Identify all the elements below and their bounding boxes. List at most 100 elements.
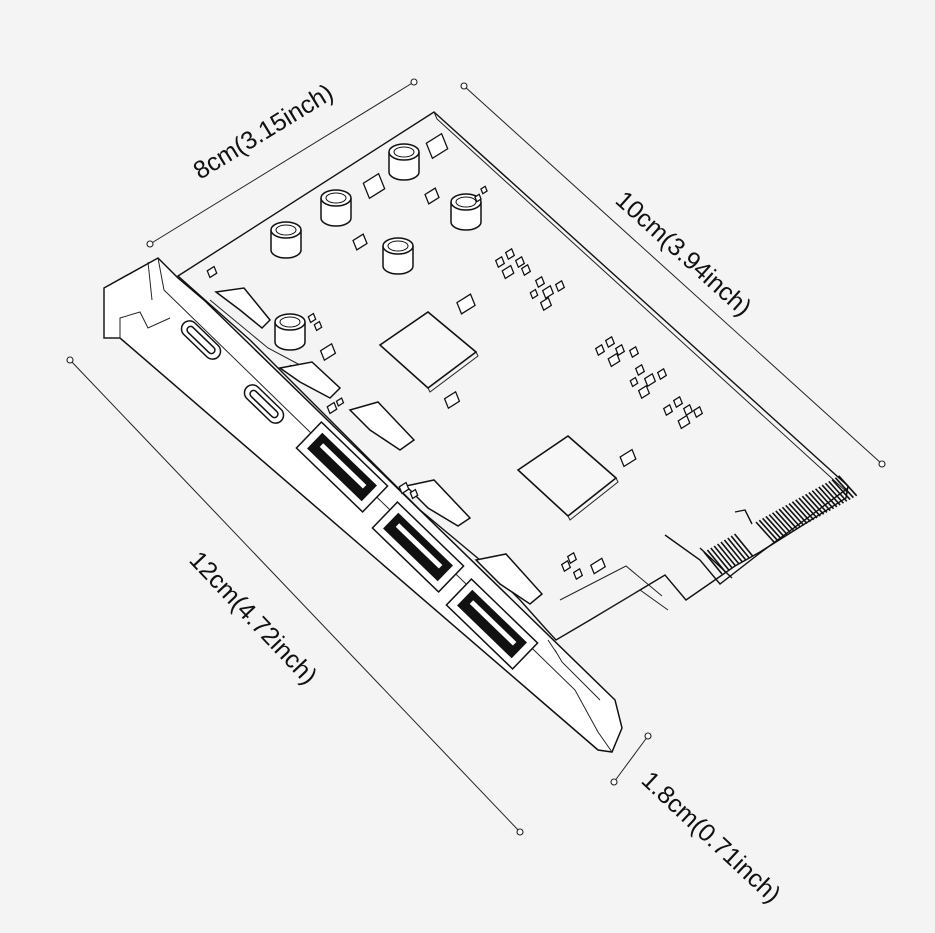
smd-component: [541, 284, 555, 300]
smd-component: [572, 567, 584, 581]
smd-component: [313, 320, 323, 332]
smd-component: [628, 345, 640, 359]
gold-finger: [706, 549, 727, 573]
gold-finger: [755, 521, 775, 543]
smd-component: [326, 401, 338, 415]
smd-component: [539, 296, 553, 312]
gold-finger: [733, 533, 754, 557]
gold-finger: [723, 539, 744, 563]
smd-component: [682, 403, 694, 417]
gold-finger: [791, 501, 811, 523]
gold-finger: [808, 491, 828, 513]
usb-c-port-1: [180, 320, 222, 360]
smd-component: [520, 263, 532, 277]
smd-component: [504, 247, 516, 261]
smd-component: [443, 390, 461, 410]
height-dimension-label: 1.8cm(0.71inch): [636, 766, 786, 909]
smd-component: [456, 293, 476, 315]
gold-finger: [828, 480, 848, 502]
usb-a-port-2: [371, 501, 465, 593]
capacitor: [450, 193, 482, 231]
gold-finger: [785, 504, 805, 526]
smd-component: [619, 448, 637, 468]
dimension-height: 1.8cm(0.71inch): [610, 732, 786, 909]
smd-component: [501, 264, 515, 280]
smd-component: [398, 481, 410, 495]
controller-chip-1: [378, 310, 479, 393]
smd-component: [307, 312, 317, 324]
capacitor: [382, 237, 414, 275]
smd-component: [514, 255, 526, 269]
gold-finger: [762, 517, 782, 539]
smd-component: [677, 414, 691, 430]
smd-component: [474, 193, 482, 203]
gold-finger: [788, 503, 808, 525]
smd-component: [424, 187, 440, 205]
port-housings: [214, 287, 544, 605]
width-dimension-label: 8cm(3.15inch): [189, 78, 339, 185]
gold-finger: [838, 475, 858, 497]
capacitor: [320, 189, 352, 227]
capacitors: [270, 143, 482, 351]
gold-finger: [730, 535, 750, 559]
gold-finger: [771, 512, 792, 534]
smd-component: [494, 255, 506, 269]
length-dimension-label: 12cm(4.72inch): [184, 546, 323, 690]
smd-component: [425, 132, 449, 160]
smd-component: [634, 363, 646, 377]
gold-finger: [805, 493, 825, 515]
smd-component: [560, 559, 572, 573]
smd-component: [629, 376, 639, 388]
controller-chip-2: [516, 434, 619, 521]
smd-component: [362, 172, 386, 200]
smd-component: [614, 343, 626, 357]
gold-finger: [801, 495, 821, 517]
pcie-connector: [664, 475, 858, 585]
gold-finger: [778, 508, 798, 530]
gold-finger: [814, 488, 835, 510]
smd-component: [643, 372, 657, 388]
gold-finger: [768, 514, 788, 536]
smd-component: [480, 185, 488, 195]
gold-finger: [727, 537, 747, 561]
capacitor: [270, 221, 302, 259]
usb-c-port-2: [243, 384, 285, 424]
smd-component: [335, 397, 345, 407]
gold-finger: [824, 482, 845, 504]
gold-finger: [795, 499, 815, 521]
smd-component: [604, 335, 616, 349]
smd-component: [637, 384, 651, 400]
smd-component: [692, 405, 704, 419]
smd-component: [607, 352, 621, 368]
gold-finger: [720, 541, 740, 565]
depth-dimension-label: 10cm(3.94inch): [610, 186, 757, 322]
smd-component: [662, 403, 674, 417]
capacitor: [274, 313, 306, 351]
smd-component: [352, 233, 368, 251]
smd-component: [534, 275, 546, 289]
smd-component: [656, 367, 668, 381]
gold-finger: [831, 479, 851, 501]
gold-finger: [798, 497, 818, 519]
usb-a-port-1: [295, 421, 389, 513]
gold-finger: [775, 510, 795, 532]
gold-finger: [713, 545, 733, 569]
gold-finger: [703, 551, 723, 575]
gold-finger: [716, 543, 737, 567]
gold-finger: [821, 484, 841, 506]
gold-finger: [765, 515, 785, 537]
smd-component: [594, 343, 606, 357]
smd-component: [529, 288, 539, 300]
smd-component: [206, 265, 218, 279]
gold-finger: [758, 519, 778, 541]
gold-finger: [710, 547, 730, 571]
smd-component: [409, 488, 419, 500]
usb-a-port-3: [445, 578, 539, 670]
smd-component: [566, 551, 578, 565]
smd-component: [589, 557, 607, 575]
gold-finger: [781, 506, 802, 528]
smd-component: [554, 279, 566, 293]
gold-finger: [811, 490, 831, 512]
smd-component: [319, 342, 337, 362]
